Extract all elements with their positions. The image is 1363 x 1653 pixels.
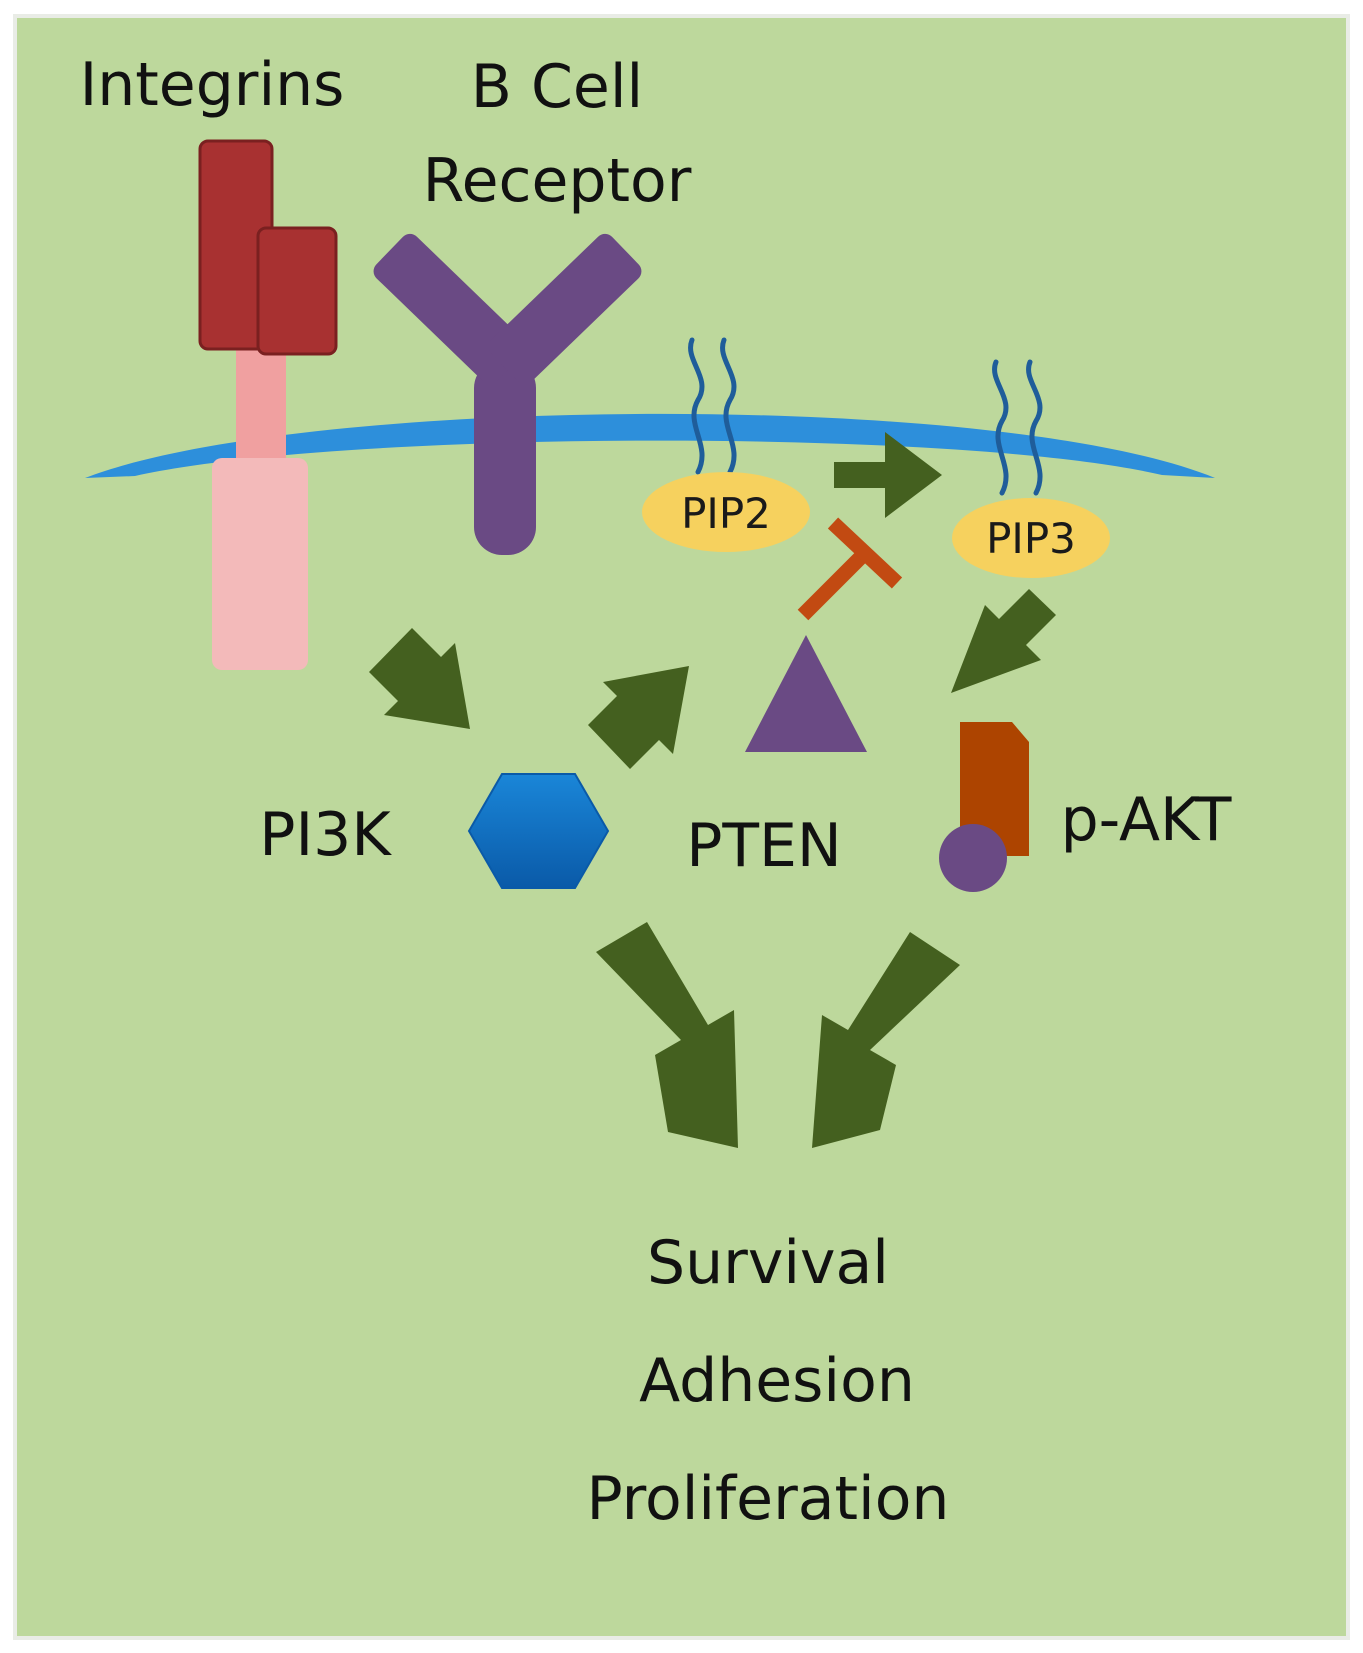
pip3-to-akt-arrow [951,589,1056,693]
b-cell-receptor [373,233,642,555]
akt-protein [960,722,1029,856]
pi3k-hexagon [467,773,610,889]
pip3-lipid-tails [992,359,1043,496]
integrins-label: Integrins [80,50,345,120]
pip2-lipid-tails [688,337,737,475]
outcome-adhesion: Adhesion [639,1346,915,1416]
bcr-label-line2: Receptor [423,146,692,216]
pip2-label: PIP2 [681,489,771,538]
bcr-stem [474,360,536,555]
outcome-survival: Survival [647,1228,889,1298]
integrin-to-pi3k-arrow [369,628,470,729]
pi3k-to-outcome-arrow [596,922,738,1148]
pten-label: PTEN [686,811,842,881]
integrin-receptor [198,139,338,670]
bcr-right-arm [488,233,642,385]
akt-phosphate-group [939,824,1007,892]
pakt-label: p-AKT [1061,785,1232,855]
pten-inhibition-line [797,547,871,621]
integrin-transmembrane-stalk [236,340,286,470]
pi3k-to-pip2-arrow [588,666,689,769]
cell-membrane [85,413,1215,478]
bcr-label-line1: B Cell [471,52,643,122]
akt-to-outcome-arrow [812,932,960,1148]
bcr-left-arm [373,233,527,385]
integrin-intracellular-domain [212,458,308,670]
pip2-to-pip3-arrow [834,432,942,518]
pten-inhibition-bar [827,517,903,589]
pten-triangle [745,635,867,752]
integrin-subunit-beta [256,226,338,356]
outcome-proliferation: Proliferation [587,1464,950,1534]
pi3k-label: PI3K [259,800,392,870]
pip3-head [952,498,1110,578]
pip2-head [642,472,810,552]
pip3-label: PIP3 [986,514,1076,563]
